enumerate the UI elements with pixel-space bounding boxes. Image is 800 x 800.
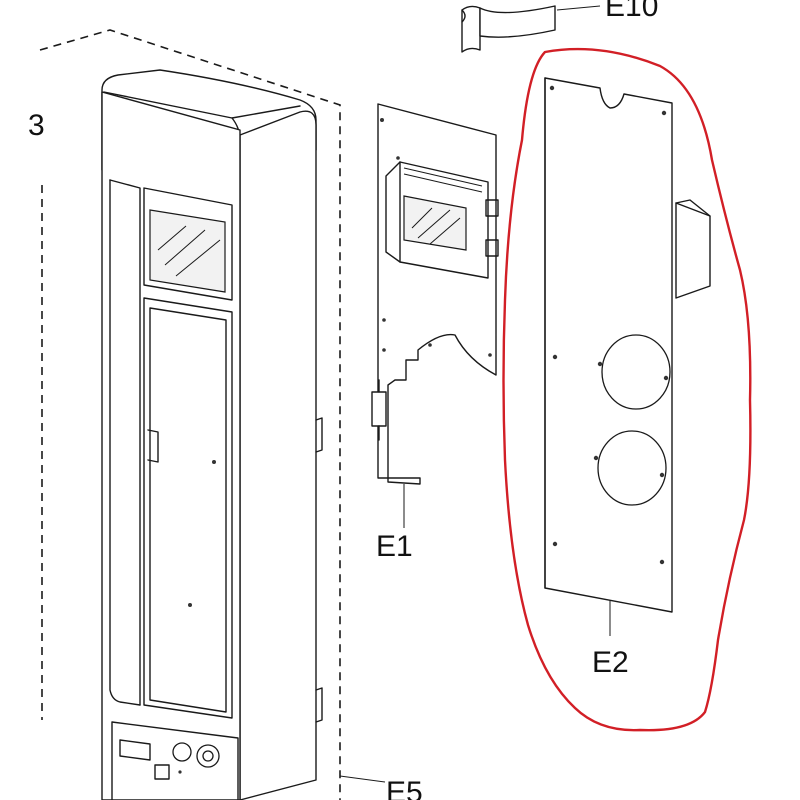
part-e2-back-plate xyxy=(544,77,711,613)
e2-highlight-outline xyxy=(502,47,752,732)
assembly-boundary xyxy=(39,29,341,800)
e10-leader-line xyxy=(556,5,601,11)
label-e1: E1 xyxy=(376,530,413,563)
label-e10: E10 xyxy=(605,0,658,23)
part-e1-circuit-board xyxy=(371,103,499,485)
front-housing xyxy=(101,69,323,800)
label-e5: E5 xyxy=(386,776,423,800)
housing-display-window xyxy=(149,209,226,293)
e2-lower-hole xyxy=(597,430,667,506)
e2-upper-hole xyxy=(601,334,671,410)
label-e2: E2 xyxy=(592,646,629,679)
e5-leader-line xyxy=(339,775,386,783)
partial-label-b: 3 xyxy=(28,109,45,142)
part-e10-bracket xyxy=(461,5,601,53)
